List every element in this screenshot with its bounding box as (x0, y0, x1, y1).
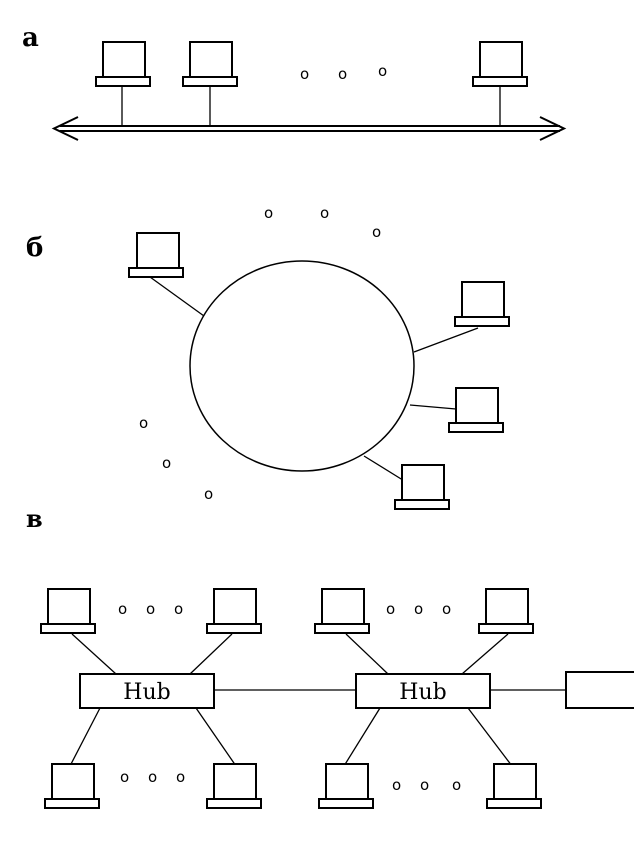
hub-link (189, 633, 233, 675)
computer-icon (478, 588, 534, 634)
ring-topology: б o o o o o o (26, 204, 510, 510)
computer-icon (472, 41, 528, 87)
hub-2: Hub (355, 673, 491, 709)
ring-link (363, 455, 407, 483)
ring-link (409, 404, 457, 410)
computer-icon (314, 588, 370, 634)
ellipsis-dot: o (338, 65, 347, 83)
computer-icon (448, 387, 504, 433)
hub-label: Hub (399, 680, 446, 705)
ring-link (149, 276, 205, 317)
star-topology: в Hub Hub (26, 504, 634, 809)
computer-icon (394, 464, 450, 510)
computer-icon (318, 763, 374, 809)
ellipsis-dot: o (442, 600, 451, 618)
hub-link (195, 707, 237, 767)
ellipsis-dot: o (378, 62, 387, 80)
section-label-a: а (22, 23, 39, 53)
ellipsis-dot: o (118, 600, 127, 618)
computer-icon (182, 41, 238, 87)
hub-link (69, 707, 101, 767)
computer-icon (95, 41, 151, 87)
ellipsis-dot: o (386, 600, 395, 618)
section-label-v: в (26, 504, 43, 533)
hub-link (461, 633, 509, 675)
ellipsis-dot: o (414, 600, 423, 618)
computer-icon (565, 671, 634, 709)
computer-icon (128, 232, 184, 278)
ellipsis-dot: o (320, 204, 329, 222)
bus-topology: а o o o (22, 23, 567, 141)
hub-link (343, 707, 381, 767)
computer-icon (454, 281, 510, 327)
ellipsis-dot: o (174, 600, 183, 618)
ellipsis-dot: o (146, 600, 155, 618)
ellipsis-dot: o (139, 414, 148, 432)
computer-icon (44, 763, 100, 809)
computer-icon (40, 588, 96, 634)
ellipsis-dot: o (148, 768, 157, 786)
computer-icon (206, 588, 262, 634)
ellipsis-dot: o (204, 485, 213, 503)
ellipsis-dot: o (420, 776, 429, 794)
ring-line (189, 260, 415, 472)
bus-arrow-right (539, 116, 567, 141)
computer-icon (486, 763, 542, 809)
ellipsis-dot: o (392, 776, 401, 794)
hub-link (467, 707, 513, 767)
ring-link (413, 327, 479, 353)
ellipsis-dot: o (120, 768, 129, 786)
ellipsis-dot: o (162, 454, 171, 472)
ellipsis-dot: o (300, 65, 309, 83)
ellipsis-dot: o (176, 768, 185, 786)
computer-icon (206, 763, 262, 809)
ellipsis-dot: o (264, 204, 273, 222)
ellipsis-dot: o (452, 776, 461, 794)
bus-arrow-left (51, 116, 79, 141)
hub-link (345, 633, 389, 675)
ellipsis-dot: o (372, 223, 381, 241)
hub-label: Hub (123, 680, 170, 705)
hub-link (71, 633, 117, 675)
hub-1: Hub (79, 673, 215, 709)
section-label-b: б (26, 233, 43, 263)
